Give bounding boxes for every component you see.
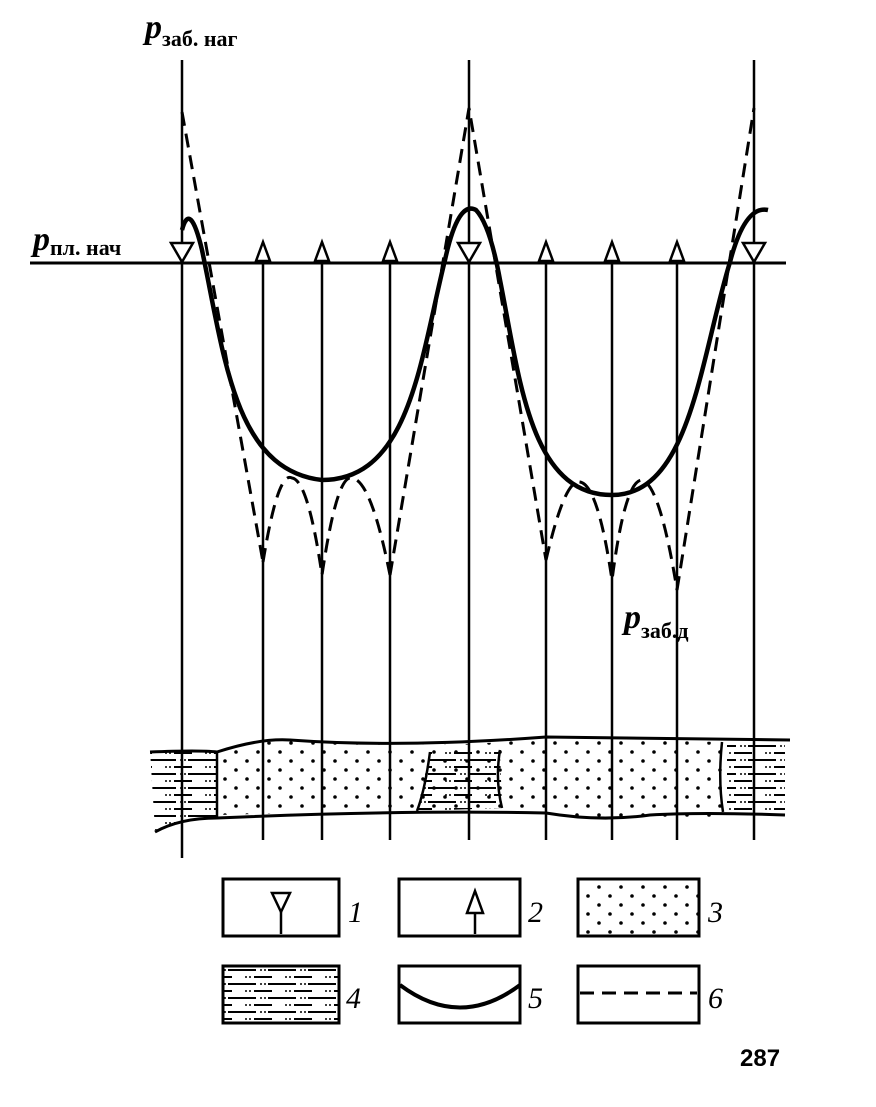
legend-box-5 (397, 964, 522, 1025)
legend-number-6: 6 (708, 982, 723, 1015)
solid-curve-icon (398, 983, 522, 1010)
legend-box-4 (221, 964, 341, 1025)
legend-number-1: 1 (348, 896, 363, 929)
label-p-initial: pпл. нач (30, 221, 121, 260)
legend (221, 877, 701, 1025)
page-number: 287 (740, 1045, 780, 1072)
legend-box-3 (576, 877, 701, 938)
injection-well-icon (270, 891, 292, 915)
injection-well-icons (168, 241, 768, 265)
well-lines (180, 60, 756, 858)
solid-pressure-curve (179, 206, 769, 498)
legend-number-2: 2 (528, 896, 543, 929)
production-well-icons (254, 238, 686, 263)
label-p-injection: pзаб. наг (142, 9, 238, 51)
legend-box-2 (397, 877, 522, 938)
legend-number-3: 3 (707, 896, 723, 929)
reservoir-layer (149, 735, 791, 834)
legend-box-6 (576, 964, 701, 1025)
legend-number-4: 4 (346, 982, 361, 1015)
label-p-production: pзаб.д (621, 599, 688, 643)
legend-number-5: 5 (528, 982, 543, 1015)
dashed-pressure-curves (180, 107, 756, 591)
